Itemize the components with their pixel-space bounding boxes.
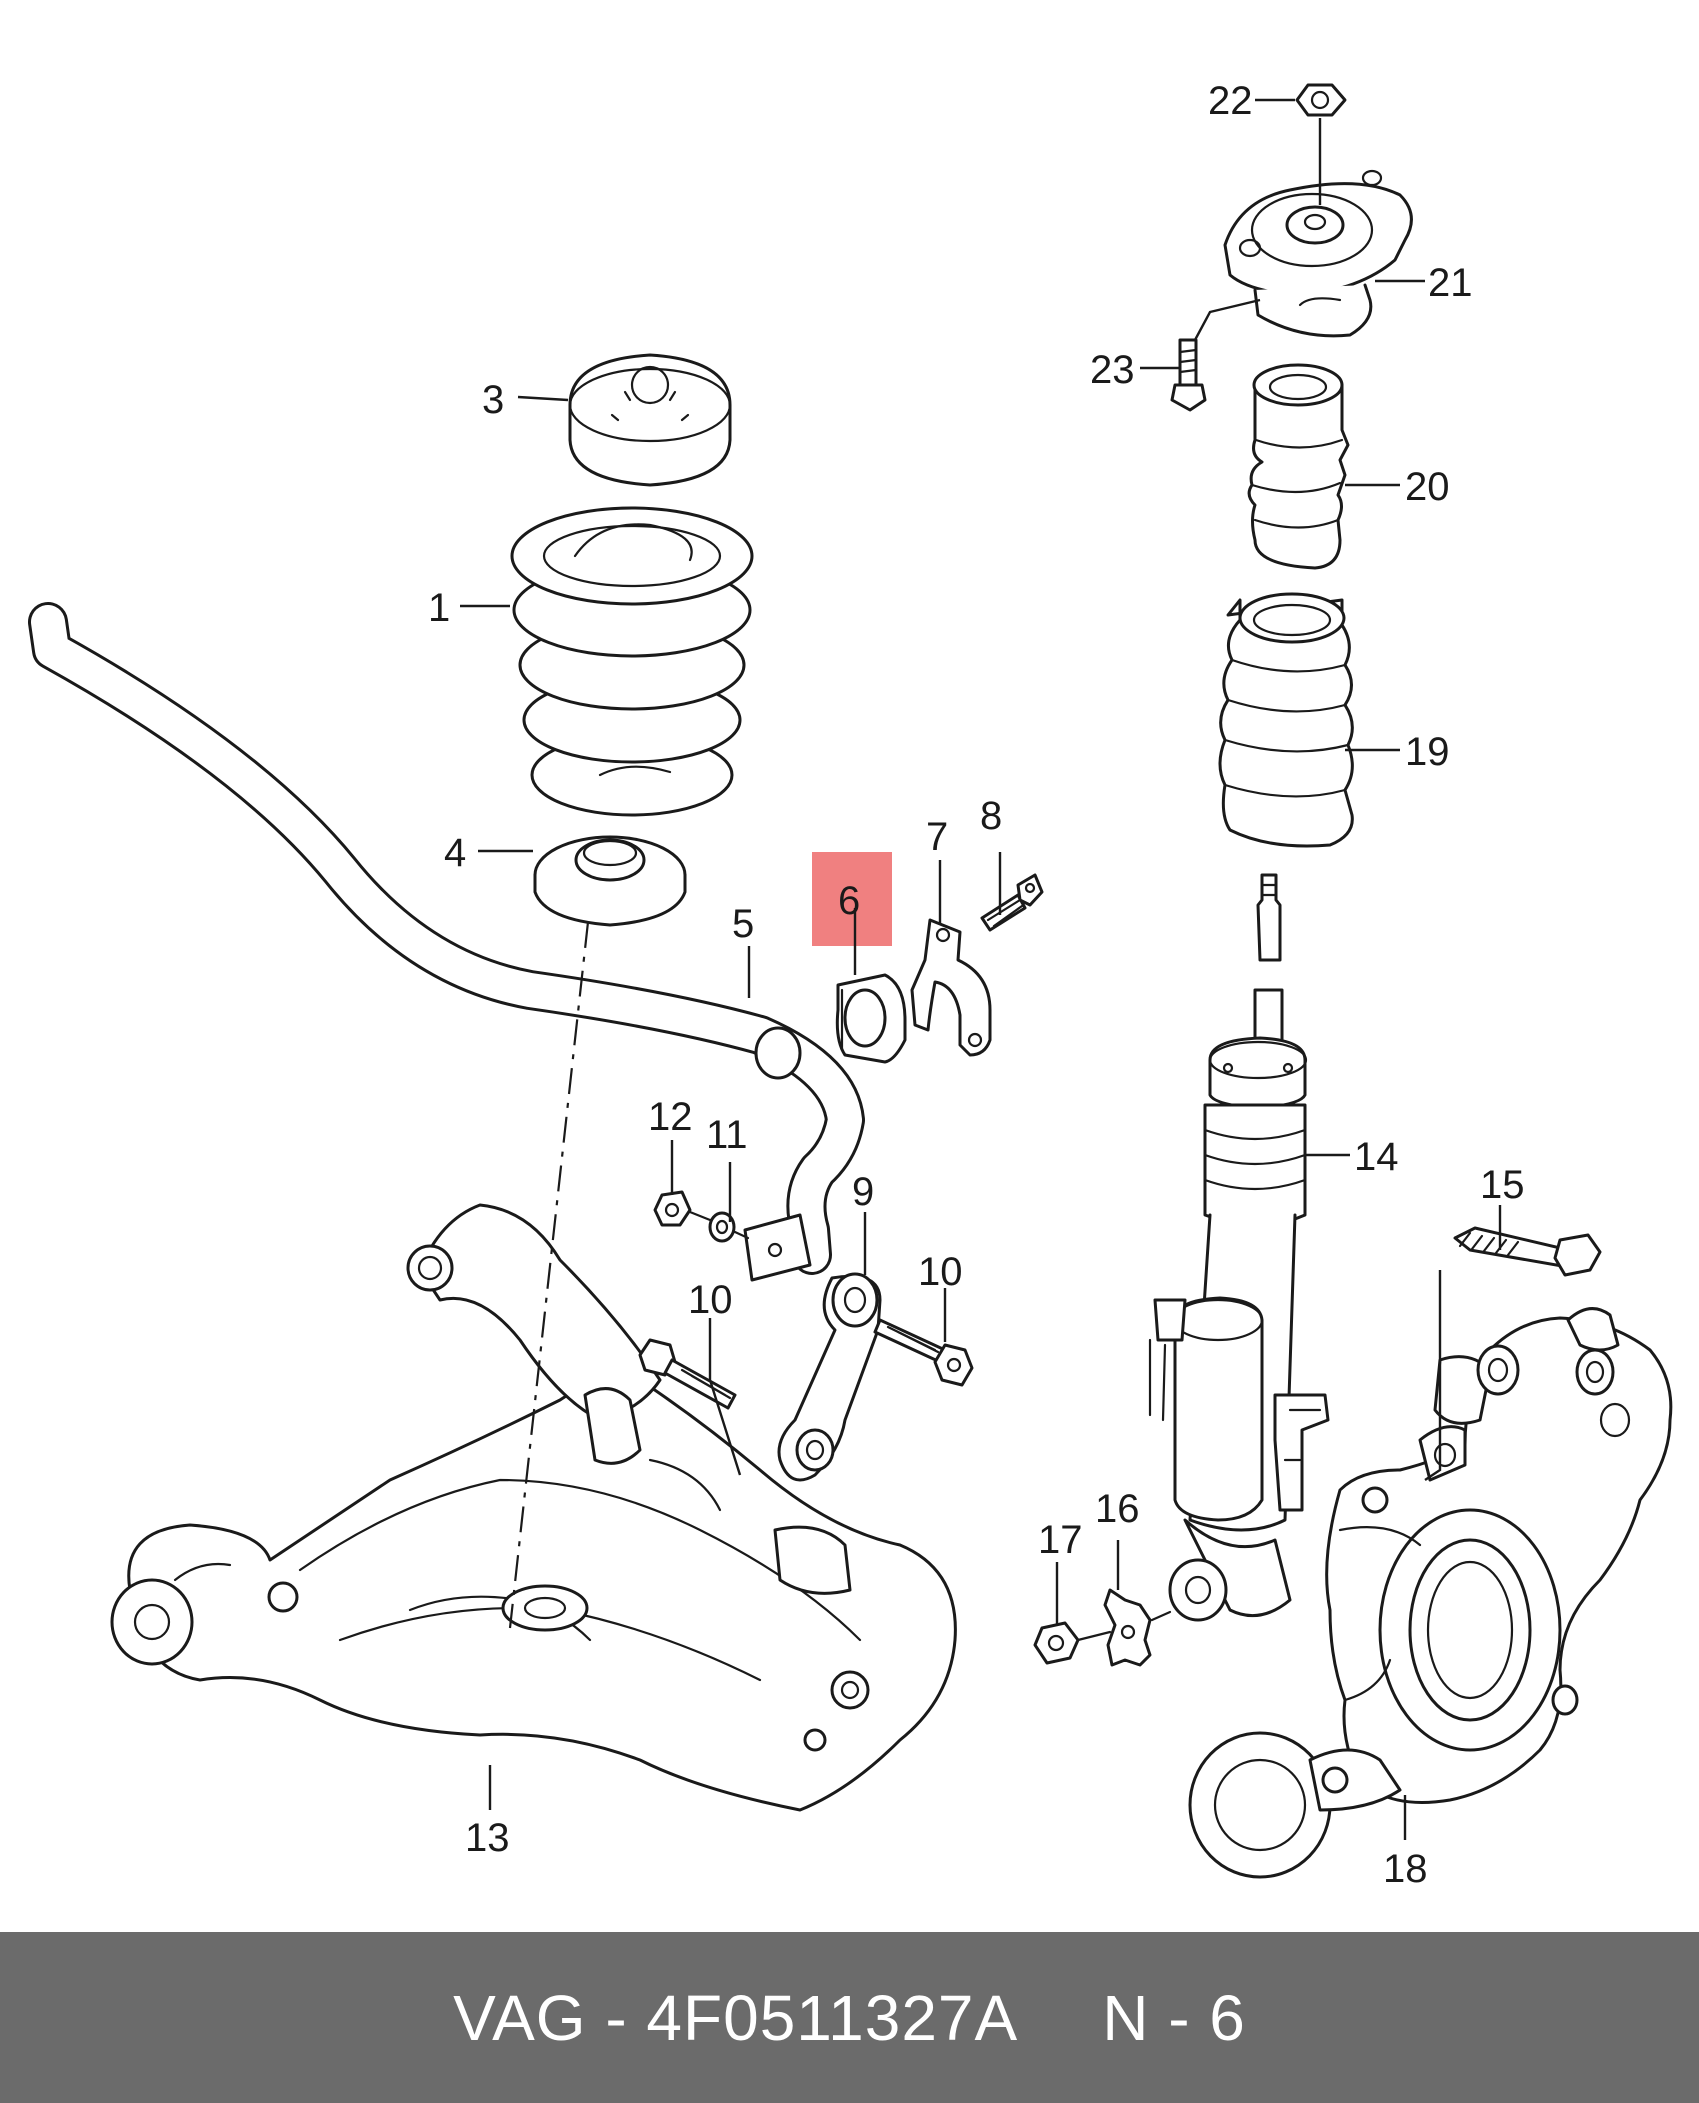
- stabilizer-link: [777, 1272, 882, 1482]
- hub-bolt-15: [1453, 1226, 1602, 1277]
- callout-18: 18: [1383, 1847, 1428, 1891]
- callout-10-left: 10: [688, 1278, 733, 1322]
- subframe: [110, 1203, 957, 1812]
- top-nut-22: [1295, 83, 1347, 205]
- shock-bolt-17: [1033, 1621, 1112, 1665]
- callout-17: 17: [1038, 1518, 1083, 1562]
- mount-bolt-23: [1170, 338, 1207, 412]
- callout-16: 16: [1095, 1487, 1140, 1531]
- callout-13: 13: [465, 1816, 510, 1860]
- callout-11: 11: [706, 1113, 748, 1157]
- bump-stop: [1247, 363, 1350, 570]
- link-bolt-left: [638, 1338, 737, 1410]
- stabilizer-clamp: [910, 918, 992, 1057]
- wheel-carrier: [1188, 1307, 1673, 1879]
- callout-6: 6: [838, 879, 860, 923]
- highlight-part-6: [812, 852, 892, 946]
- callout-12: 12: [648, 1095, 693, 1139]
- callout-1: 1: [428, 586, 450, 630]
- washer-11: [708, 1211, 736, 1243]
- shock-absorber: [1148, 1036, 1330, 1622]
- nut-12: [653, 1190, 692, 1227]
- link-bolt-right: [873, 1318, 974, 1387]
- callout-20: 20: [1405, 465, 1450, 509]
- spring-seat: [533, 835, 687, 927]
- strut-top-mount: [1223, 169, 1413, 338]
- callout-23: 23: [1090, 348, 1135, 392]
- exploded-suspension-diagram: 1 3 4 5 6 7 8 9 10 10 11 12 13 14 15 16 …: [28, 79, 1673, 1891]
- callout-7: 7: [926, 815, 948, 859]
- dust-boot: [1218, 592, 1354, 848]
- callout-9: 9: [852, 1170, 874, 1214]
- diagram-reference: N - 6: [1102, 1981, 1246, 2054]
- callout-3: 3: [482, 378, 504, 422]
- callout-10-right: 10: [918, 1250, 963, 1294]
- callout-5: 5: [732, 902, 754, 946]
- piston-rod: [1253, 873, 1284, 1067]
- callout-19: 19: [1405, 730, 1450, 774]
- callout-14: 14: [1354, 1135, 1399, 1179]
- callout-22: 22: [1208, 79, 1253, 123]
- clamp-bolt: [980, 873, 1044, 932]
- callout-15: 15: [1480, 1163, 1525, 1207]
- callout-8: 8: [980, 794, 1002, 838]
- part-number-footer: VAG - 4F0511327A N - 6: [0, 1932, 1699, 2103]
- callout-labels: 1 3 4 5 6 7 8 9 10 10 11 12 13 14 15 16 …: [428, 79, 1525, 1891]
- callout-21: 21: [1428, 261, 1473, 305]
- washer-16: [1103, 1588, 1152, 1667]
- brand-part-number: VAG - 4F0511327A: [453, 1981, 1019, 2054]
- callout-4: 4: [444, 831, 466, 875]
- stabilizer-bar: [28, 602, 865, 1282]
- spring-cap: [568, 353, 732, 487]
- coil-spring: [510, 506, 754, 817]
- leader-lines: [460, 98, 1502, 1840]
- stabilizer-bushing: [835, 973, 907, 1064]
